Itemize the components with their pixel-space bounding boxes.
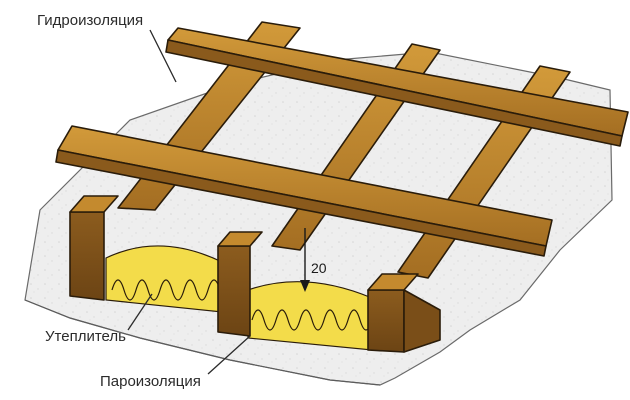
- rafter-front-left: [69, 211, 105, 301]
- rafter-front-middle-top: [217, 231, 263, 247]
- waterproofing-leader: [149, 29, 177, 83]
- vapor-barrier-label: Пароизоляция: [100, 373, 201, 390]
- rafter-front-right: [367, 289, 405, 353]
- vapor-barrier-edge: [24, 299, 381, 386]
- rafter-front-right-side: [403, 289, 441, 353]
- rafter-front-left-top: [69, 195, 119, 213]
- gap-dimension-label: 20: [311, 260, 327, 276]
- gap-dimension-arrow: [300, 280, 310, 292]
- rafter-front-middle: [217, 245, 251, 337]
- insulation-left: [105, 245, 223, 313]
- batten-front-edge: [55, 149, 547, 257]
- insulation-left-wave: [111, 279, 221, 301]
- vapor-barrier-leader: [207, 335, 251, 375]
- waterproofing-label: Гидроизоляция: [37, 12, 143, 29]
- insulation-label: Утеплитель: [45, 328, 126, 345]
- insulation-right-wave: [251, 309, 373, 331]
- rafter-front-right-top: [367, 273, 419, 291]
- batten-back-edge: [165, 39, 623, 147]
- insulation-leader: [127, 293, 153, 331]
